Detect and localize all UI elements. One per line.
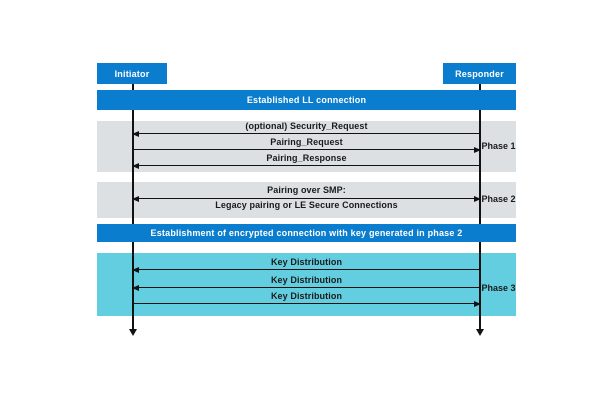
message-label: Key Distribution <box>270 290 343 301</box>
banner-established-ll-connection: Established LL connection <box>97 90 516 110</box>
message-arrow-line <box>133 146 481 153</box>
message-label: (optional) Security_Request <box>245 120 368 131</box>
phase2-band <box>97 182 516 218</box>
lifeline-initiator <box>132 84 134 331</box>
message-pairing-response: Pairing_Response <box>132 152 480 169</box>
lifeline-responder <box>479 84 481 331</box>
message-security-request: (optional) Security_Request <box>132 120 480 137</box>
banner-encrypted-connection: Establishment of encrypted connection wi… <box>97 224 516 242</box>
actor-label-responder: Responder <box>455 68 504 79</box>
actor-label-initiator: Initiator <box>114 68 150 79</box>
arrowhead-left-icon <box>132 130 139 137</box>
message-arrow-line <box>132 162 480 169</box>
arrowhead-left-icon <box>132 266 139 273</box>
message-label: Key Distribution <box>270 256 343 267</box>
message-key-distribution-3: Key Distribution <box>133 290 481 307</box>
message-arrow-line <box>132 284 480 291</box>
message-label: Key Distribution <box>270 274 343 285</box>
phase3-band <box>97 253 516 316</box>
lifeline-arrow-down-icon <box>129 329 137 336</box>
message-key-distribution-2: Key Distribution <box>132 274 480 291</box>
message-label-line2: Legacy pairing or LE Secure Connections <box>215 200 398 210</box>
actor-box-initiator: Initiator <box>97 63 167 84</box>
arrowhead-right-icon <box>474 146 481 153</box>
phase3-label: Phase 3 <box>481 283 516 293</box>
message-arrow-line <box>132 130 480 137</box>
lifeline-arrow-down-icon <box>476 329 484 336</box>
arrowhead-left-icon <box>132 162 139 169</box>
phase1-label: Phase 1 <box>481 141 516 151</box>
message-arrow-line <box>132 196 481 203</box>
actor-box-responder: Responder <box>443 63 516 84</box>
arrowhead-left-icon <box>132 284 139 291</box>
phase1-band <box>97 121 516 172</box>
message-pairing-over-smp: Pairing over SMP: Legacy pairing or LE S… <box>132 185 481 211</box>
arrowhead-left-icon <box>132 196 139 203</box>
message-label: Pairing_Request <box>270 136 343 147</box>
arrowhead-right-icon <box>474 300 481 307</box>
message-label-line1: Pairing over SMP: <box>267 185 346 195</box>
arrowhead-right-icon <box>474 196 481 203</box>
phase2-label: Phase 2 <box>481 193 516 204</box>
message-key-distribution-1: Key Distribution <box>132 256 480 273</box>
message-pairing-request: Pairing_Request <box>133 136 481 153</box>
message-arrow-line <box>133 300 481 307</box>
banner-label: Establishment of encrypted connection wi… <box>150 228 463 238</box>
banner-label: Established LL connection <box>246 95 367 105</box>
message-arrow-line <box>132 266 480 273</box>
message-label: Pairing_Response <box>266 152 347 163</box>
